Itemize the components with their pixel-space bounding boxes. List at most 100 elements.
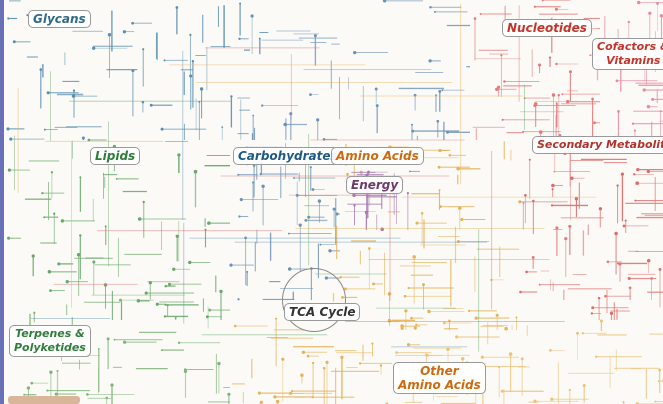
compound-node (289, 112, 293, 116)
compound-node (648, 11, 652, 15)
compound-node (217, 361, 221, 366)
compound-node (420, 212, 424, 215)
compound-node (311, 361, 315, 365)
compound-node (406, 343, 411, 347)
compound-node (504, 326, 508, 331)
compound-node (230, 95, 233, 98)
compound-node (635, 181, 639, 185)
compound-node (570, 176, 574, 180)
compound-node (654, 400, 657, 403)
compound-node (189, 33, 192, 37)
compound-node (473, 17, 477, 20)
compound-node (617, 110, 620, 113)
compound-node (204, 228, 207, 231)
compound-node (548, 56, 552, 59)
compound-node (658, 368, 662, 372)
terpenes-label-line2: Polyketides (14, 341, 86, 354)
compound-node (568, 70, 572, 74)
compound-node (564, 237, 568, 241)
compound-node (163, 59, 166, 62)
compound-node (427, 309, 431, 314)
compound-node (374, 87, 378, 91)
compound-node (259, 172, 262, 176)
compound-node (167, 282, 172, 286)
compound-node (301, 350, 306, 354)
compound-node (524, 193, 527, 197)
compound-node (39, 68, 43, 71)
compound-node (525, 270, 528, 274)
compound-node (293, 177, 295, 179)
compound-node (522, 202, 525, 204)
compound-node (438, 89, 442, 93)
compound-node (221, 126, 224, 128)
compound-node (595, 355, 598, 358)
compound-node (300, 373, 304, 377)
compound-node (633, 173, 636, 176)
category-label-energy: Energy (346, 176, 404, 194)
compound-node (41, 191, 44, 195)
compound-node (554, 7, 558, 11)
compound-node (522, 130, 525, 133)
compound-node (261, 184, 265, 189)
compound-node (433, 10, 436, 13)
compound-node (597, 296, 601, 300)
compound-node (353, 204, 356, 207)
compound-node (498, 365, 501, 369)
compound-node (500, 389, 504, 393)
compound-node (366, 173, 369, 176)
compound-node (316, 118, 320, 122)
compound-node (555, 62, 558, 66)
compound-node (415, 221, 419, 225)
compound-node (616, 184, 619, 187)
category-label-other-amino-acids: Other Amino Acids (393, 362, 486, 394)
compound-node (26, 386, 31, 390)
compound-node (460, 217, 464, 222)
compound-node (633, 129, 636, 132)
compound-node (533, 5, 536, 8)
other-amino-label-line2: Amino Acids (398, 378, 481, 392)
category-label-glycans: Glycans (28, 10, 91, 28)
compound-node (47, 270, 52, 274)
compound-node (495, 313, 499, 317)
compound-node (415, 323, 418, 326)
compound-node (642, 88, 646, 92)
compound-node (387, 292, 392, 296)
compound-node (136, 299, 141, 303)
compound-node (7, 168, 11, 172)
compound-node (659, 14, 663, 18)
compound-node (149, 103, 153, 107)
compound-node (528, 158, 531, 161)
compound-node (6, 127, 10, 131)
compound-node (229, 263, 233, 267)
compound-node (23, 393, 26, 396)
compound-node (358, 362, 362, 365)
compound-node (576, 331, 579, 335)
compound-node (550, 397, 554, 401)
compound-node (437, 165, 441, 169)
compound-node (26, 14, 29, 17)
terpenes-label-line1: Terpenes & (15, 327, 85, 340)
compound-node (371, 342, 374, 345)
compound-node (60, 219, 65, 223)
category-label-lipids: Lipids (90, 147, 141, 165)
compound-node (650, 277, 653, 280)
compound-node (657, 380, 660, 383)
compound-node (252, 114, 255, 117)
compound-node (480, 355, 484, 359)
compound-node (538, 63, 542, 67)
compound-node (442, 321, 446, 325)
compound-node (160, 349, 163, 352)
compound-node (246, 270, 249, 273)
compound-node (81, 136, 85, 140)
compound-node (49, 370, 53, 374)
compound-node (455, 335, 459, 339)
compound-node (250, 14, 254, 18)
compound-node (413, 326, 417, 330)
compound-node (54, 392, 58, 396)
compound-node (395, 351, 398, 354)
cofactors-label-line1: Cofactors & (597, 40, 663, 53)
compound-node (30, 381, 34, 385)
compound-node (137, 217, 142, 221)
compound-node (219, 289, 223, 294)
